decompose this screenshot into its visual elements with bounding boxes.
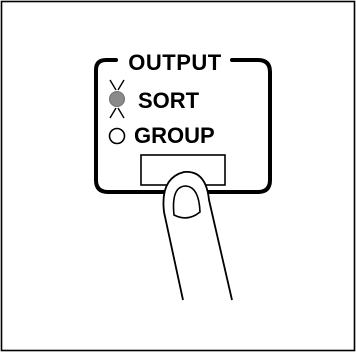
sort-label: SORT — [138, 88, 200, 113]
group-label: GROUP — [134, 123, 215, 148]
unlit-led-icon — [110, 129, 125, 144]
panel-title: OUTPUT — [128, 50, 222, 75]
